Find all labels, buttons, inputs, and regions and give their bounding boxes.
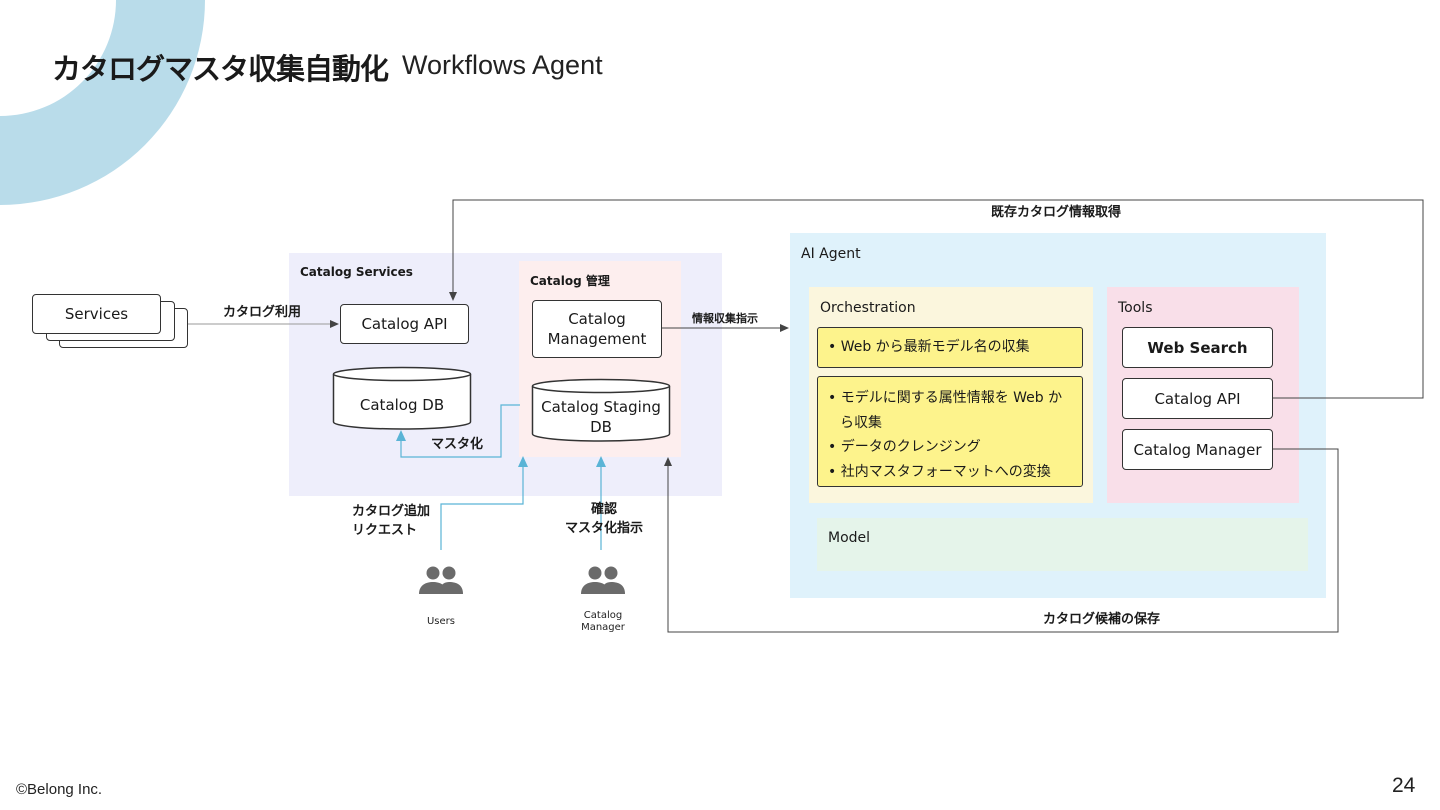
catalog-manager-line2: Manager [581,622,625,633]
orchestration-step-2-line4: • 社内マスタフォーマットへの変換 [828,463,1051,480]
catalog-management-label: Catalog 管理 [530,274,610,288]
users-label: Users [426,616,455,627]
copyright: ©Belong Inc. [16,781,103,798]
catalog-manager-label: Catalog Manager [573,610,633,634]
staging-db-cylinder [531,378,671,442]
catalog-manager-tool: Catalog Manager [1122,429,1273,470]
page-subtitle: Workflows Agent [402,50,603,80]
catalog-manager-line1: Catalog [583,610,623,621]
catalog-api-tool: Catalog API [1122,378,1273,419]
catalog-services-label: Catalog Services [300,265,413,279]
page-number: 24 [1392,774,1416,797]
catalog-management-line1: Catalog [568,310,626,328]
catalog-db-label: Catalog DB [359,396,445,414]
orchestration-step-2-line3: • データのクレンジング [828,439,981,455]
page-title: カタログマスタ収集自動化 [52,52,389,86]
candidate-save-arrow [664,448,1339,633]
orchestration-step-2-line2: ら収集 [840,414,882,431]
users-actor: Users [413,552,469,636]
orchestration-step-2-line1: • モデルに関する属性情報を Web か [828,390,1063,406]
add-request-line2: リクエスト [352,523,418,538]
staging-db-label: Catalog Staging DB [533,394,669,440]
group-icon [581,566,625,594]
orchestration-step-1: • Web から最新モデル名の収集 [817,327,1083,368]
services-box: Services [32,294,161,334]
catalog-management-line2: Management [547,330,647,348]
model-panel [817,518,1308,571]
add-request-arrow [440,456,528,550]
ai-agent-label: AI Agent [801,246,861,262]
existing-catalog-label: 既存カタログ情報取得 [991,205,1122,220]
catalog-api-box: Catalog API [340,304,469,344]
candidate-save-label: カタログ候補の保存 [1043,612,1161,627]
catalog-manager-actor: Catalog Manager [573,552,633,636]
orchestration-step-2: • モデルに関する属性情報を Web か ら収集 • データのクレンジング • … [817,376,1083,487]
staging-db-line2: DB [590,418,612,436]
web-search-tool: Web Search [1122,327,1273,368]
confirm-line1: 確認 [590,502,617,517]
orchestration-step-1-text: • Web から最新モデル名の収集 [828,339,1030,355]
mastering-arrow [396,404,520,458]
model-label: Model [828,530,871,546]
existing-catalog-arrow [449,199,1424,399]
group-icon [419,566,463,594]
catalog-management-box: Catalog Management [532,300,662,358]
catalog-db-cylinder [332,366,472,430]
add-request-label: カタログ追加 リクエスト [352,502,430,540]
confirm-label: 確認 マスタ化指示 [562,500,646,538]
info-collection-label: 情報収集指示 [692,312,758,325]
catalog-usage-label: カタログ利用 [223,305,302,320]
add-request-line1: カタログ追加 [352,504,431,519]
confirm-line2: マスタ化指示 [564,521,643,536]
decorative-arc [0,0,205,205]
orchestration-label: Orchestration [820,300,916,316]
mastering-label: マスタ化 [431,437,484,452]
tools-label: Tools [1118,300,1153,316]
staging-db-line1: Catalog Staging [541,398,661,416]
